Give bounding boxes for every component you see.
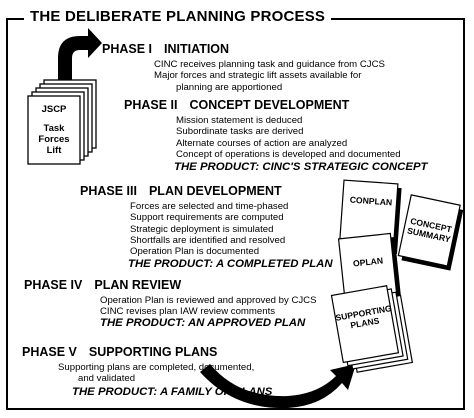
phase-3-details: Forces are selected and time-phased Supp… (130, 201, 288, 257)
concept-summary-document (397, 194, 464, 271)
phase-1-number: PHASE I (102, 42, 153, 56)
phase-4-heading: PHASE IV PLAN REVIEW (24, 278, 181, 292)
phase-4-line: CINC revises plan IAW review comments (100, 306, 276, 318)
supporting-plans-document (330, 285, 414, 373)
phase-3-line: Forces are selected and time-phased (130, 201, 289, 212)
phase-2-details: Mission statement is deduced Subordinate… (176, 115, 401, 160)
phase-4-line: Operation Plan is reviewed and approved … (100, 295, 317, 306)
phase-5-line: Supporting plans are completed, document… (58, 362, 255, 373)
phase-5-product: THE PRODUCT: A FAMILY OF PLANS (72, 386, 273, 398)
phase-3-line: Shortfalls are identified and resolved (130, 234, 286, 246)
phase-1-heading: PHASE I INITIATION (102, 42, 229, 56)
phase-2-name: CONCEPT DEVELOPMENT (189, 98, 350, 112)
phase-1-line: CINC receives planning task and guidance… (154, 59, 385, 70)
phase-4-details: Operation Plan is reviewed and approved … (100, 295, 317, 318)
phase-1-details: CINC receives planning task and guidance… (154, 59, 385, 93)
input-document-stack (27, 79, 97, 165)
phase-2-number: PHASE II (124, 98, 178, 112)
phase-3-line: Support requirements are computed (130, 212, 284, 224)
stack-label-lift: Lift (46, 145, 62, 156)
phase-1-line: Major forces and strategic lift assets a… (154, 70, 362, 82)
phase-4-name: PLAN REVIEW (94, 278, 182, 292)
phase-2-line: Concept of operations is developed and d… (176, 148, 401, 160)
stack-label-forces: Forces (38, 134, 70, 145)
phase-2-line: Mission statement is deduced (176, 115, 303, 126)
phase-4-product: THE PRODUCT: AN APPROVED PLAN (100, 317, 306, 329)
phase-2-line: Alternate courses of action are analyzed (176, 137, 348, 149)
phase-3-line: Operation Plan is documented (130, 246, 260, 258)
phase-5-heading: PHASE V SUPPORTING PLANS (22, 345, 217, 359)
phase-3-heading: PHASE III PLAN DEVELOPMENT (80, 184, 282, 198)
curved-arrow-up-icon (58, 28, 102, 80)
phase-3-name: PLAN DEVELOPMENT (148, 184, 282, 198)
phase-1-name: INITIATION (164, 42, 230, 56)
diagram-title: THE DELIBERATE PLANNING PROCESS (24, 8, 332, 25)
phase-5-details: Supporting plans are completed, document… (58, 362, 254, 385)
phase-5-name: SUPPORTING PLANS (88, 345, 218, 359)
phase-3-product: THE PRODUCT: A COMPLETED PLAN (128, 258, 333, 270)
phase-5-line: and validated (78, 373, 136, 385)
phase-2-line: Subordinate tasks are derived (176, 126, 304, 138)
phase-1-line: planning are apportioned (176, 81, 283, 93)
phase-4-number: PHASE IV (24, 278, 83, 292)
curved-arrow-bottom-icon (200, 364, 356, 409)
stack-label-task: Task (43, 123, 65, 134)
phase-5-number: PHASE V (22, 345, 77, 359)
phase-3-line: Strategic deployment is simulated (130, 223, 274, 235)
phase-3-number: PHASE III (80, 184, 137, 198)
phase-2-product: THE PRODUCT: CINC'S STRATEGIC CONCEPT (174, 161, 428, 173)
stack-label: JSCP Task Forces Lift (28, 104, 80, 156)
stack-label-jscp: JSCP (41, 104, 67, 115)
phase-2-heading: PHASE II CONCEPT DEVELOPMENT (124, 98, 349, 112)
